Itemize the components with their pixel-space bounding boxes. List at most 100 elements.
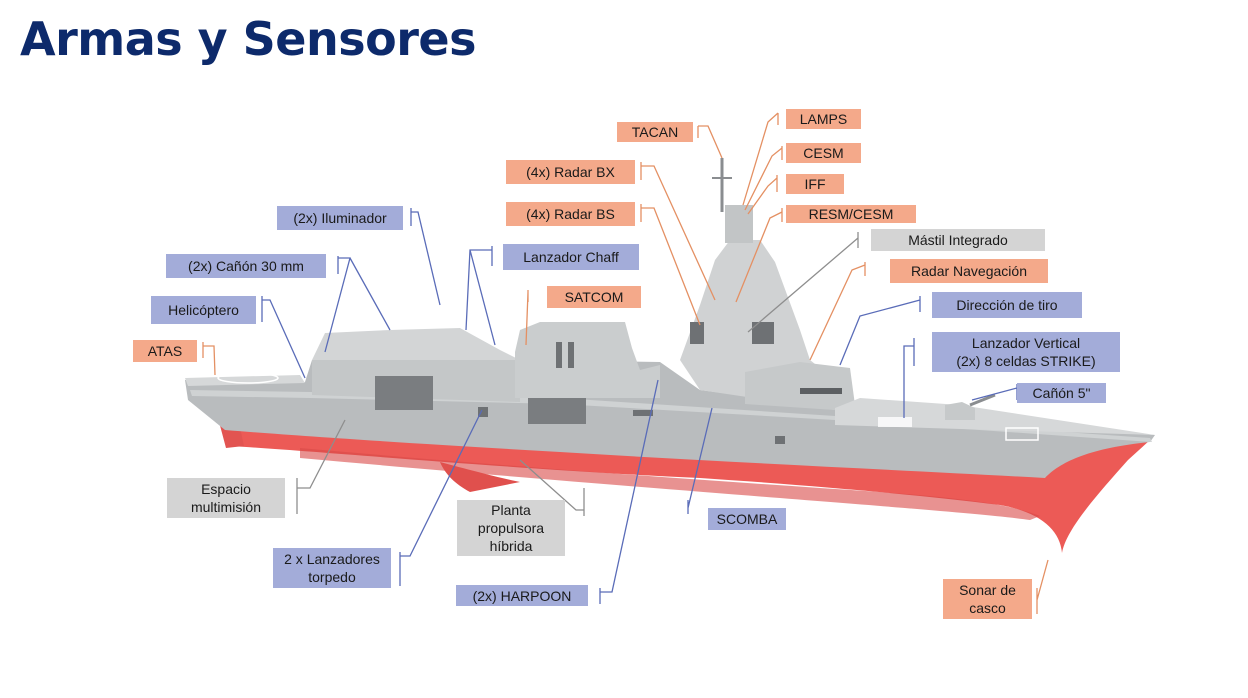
leader-sonar (1036, 559, 1049, 614)
leader-cesm (744, 146, 783, 211)
label-canon-30mm: (2x) Cañón 30 mm (166, 254, 326, 278)
radar-panel-1 (690, 322, 704, 344)
bow-marking (1005, 427, 1039, 441)
label-direccion-tiro: Dirección de tiro (932, 292, 1082, 318)
hull-port-2 (633, 410, 653, 416)
bridge-windows (800, 388, 842, 394)
label-iff: IFF (786, 174, 844, 194)
mast-upper (725, 205, 753, 243)
hull-keel-shade (300, 448, 1040, 520)
label-text: Radar Navegación (911, 263, 1027, 279)
label-cesm: CESM (786, 143, 861, 163)
hull-upper-band (190, 390, 1152, 442)
blue-leaders (261, 208, 1018, 604)
mid-superstructure (515, 322, 660, 398)
label-text: Dirección de tiro (956, 297, 1058, 313)
label-text: propulsora (477, 520, 545, 536)
page-title: Armas y Sensores (20, 12, 476, 66)
label-text: RESM/CESM (808, 206, 894, 222)
hull-port-1 (478, 407, 488, 417)
leader-mastil (747, 232, 859, 333)
label-text: (4x) Radar BS (526, 206, 615, 222)
leader-canon5 (971, 384, 1018, 401)
leader-radar-nav (809, 262, 866, 361)
label-text: ATAS (147, 343, 183, 359)
skeg (440, 462, 520, 492)
vls-cells (878, 417, 912, 427)
flight-deck (185, 375, 305, 386)
label-text: Espacio (201, 481, 251, 497)
label-resm-cesm: RESM/CESM (786, 205, 916, 223)
label-text: Mástil Integrado (908, 232, 1008, 248)
gun-5in (945, 402, 975, 420)
satcom-window-2 (568, 342, 574, 368)
leader-helicoptero (261, 296, 306, 379)
leader-planta (519, 459, 585, 516)
leader-scomba (687, 407, 713, 514)
gun-5in-barrel (969, 393, 996, 407)
label-radar-bx: (4x) Radar BX (506, 160, 635, 184)
label-espacio-multimision: Espacio multimisión (167, 478, 285, 518)
label-radar-bs: (4x) Radar BS (506, 202, 635, 226)
label-mastil-integrado: Mástil Integrado (871, 229, 1045, 251)
gray-leaders (296, 232, 859, 516)
leader-chaff (465, 246, 496, 346)
label-text: IFF (804, 176, 826, 192)
leader-atas (202, 342, 216, 376)
orange-leaders (202, 112, 1049, 614)
label-lanzador-vertical: Lanzador Vertical (2x) 8 celdas STRIKE) (932, 332, 1120, 372)
hangar-roof (312, 328, 520, 360)
label-text: Cañón 5" (1032, 385, 1091, 401)
label-text: torpedo (308, 569, 356, 585)
label-text: Lanzador Vertical (971, 335, 1081, 351)
helipad-marking (217, 372, 279, 384)
label-text: (2x) Iluminador (293, 210, 387, 226)
label-lanzadores-torpedo: 2 x Lanzadores torpedo (273, 548, 391, 588)
hull-port-3 (775, 436, 785, 444)
label-lanzador-chaff: Lanzador Chaff (503, 244, 639, 270)
leader-direccion (839, 296, 921, 366)
label-iluminador: (2x) Iluminador (277, 206, 403, 230)
label-text: multimisión (190, 499, 261, 515)
label-planta-propulsora: Planta propulsora híbrida (457, 500, 565, 556)
label-text: TACAN (631, 124, 679, 140)
label-tacan: TACAN (617, 122, 693, 142)
label-satcom: SATCOM (547, 286, 641, 308)
label-scomba: SCOMBA (708, 508, 786, 530)
label-text: SATCOM (564, 289, 624, 305)
leader-harpoon (599, 379, 659, 604)
bridge (745, 362, 855, 410)
leader-iff (747, 175, 778, 215)
foredeck (835, 398, 1155, 435)
frigate-illustration (185, 158, 1155, 553)
label-text: (2x) 8 celdas STRIKE) (956, 353, 1096, 369)
label-text: 2 x Lanzadores (284, 551, 380, 567)
leader-torpedo (399, 409, 483, 586)
leader-canon30 (324, 256, 391, 353)
label-text: SCOMBA (716, 511, 778, 527)
label-harpoon: (2x) HARPOON (456, 585, 588, 606)
label-atas: ATAS (133, 340, 197, 362)
leader-resm (735, 208, 783, 303)
label-text: casco (969, 600, 1006, 616)
label-text: LAMPS (799, 111, 848, 127)
label-lamps: LAMPS (786, 109, 861, 129)
leader-vls (903, 338, 915, 418)
leader-espacio (296, 419, 346, 514)
hangar-door-1 (375, 376, 433, 410)
label-text: (2x) HARPOON (472, 587, 572, 604)
label-text: (2x) Cañón 30 mm (188, 258, 304, 274)
leader-lamps (742, 112, 779, 206)
label-text: Planta (491, 502, 531, 518)
label-canon-5: Cañón 5" (1017, 383, 1106, 403)
label-text: híbrida (489, 538, 533, 554)
leader-tacan (697, 125, 723, 159)
label-text: CESM (803, 145, 844, 161)
leader-satcom (525, 290, 529, 346)
label-text: Helicóptero (168, 302, 239, 318)
satcom-window-1 (556, 342, 562, 368)
leader-lines (202, 112, 1049, 614)
leader-radar-bx (640, 162, 716, 301)
label-text: (4x) Radar BX (526, 164, 615, 180)
